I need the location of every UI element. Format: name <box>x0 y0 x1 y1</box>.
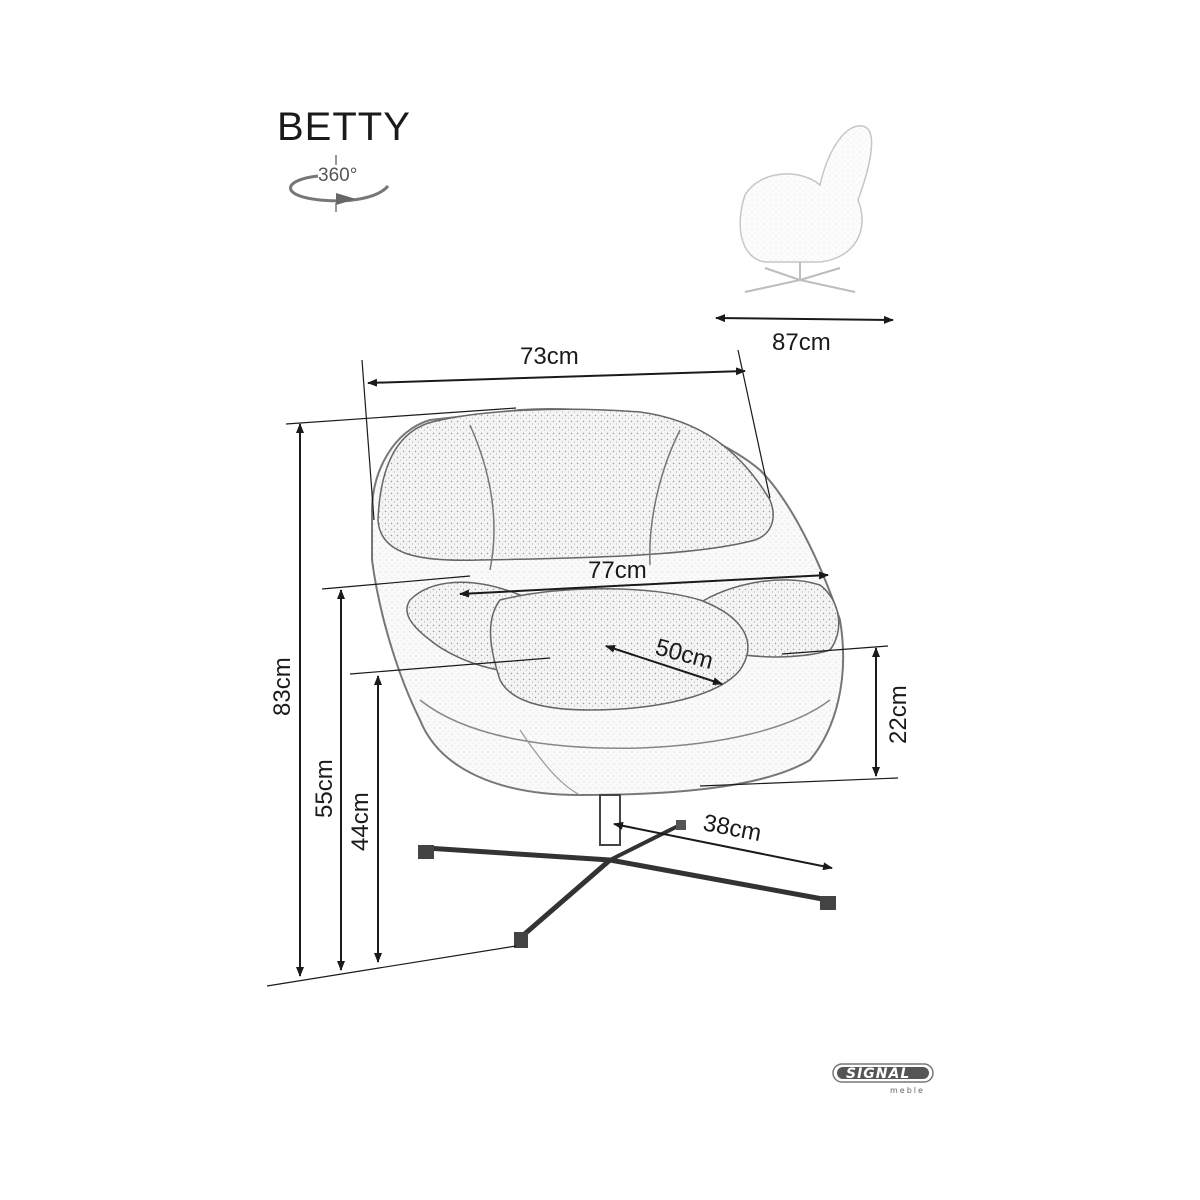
logo-brand: SIGNAL <box>846 1066 910 1082</box>
rotation-label: 360° <box>318 165 357 186</box>
logo-sub: meble <box>890 1086 925 1095</box>
dim-armrest-above-seat-label: 22cm <box>885 685 912 744</box>
dim-width-top: 73cm <box>367 343 746 387</box>
dim-height-armrest-label: 55cm <box>311 759 338 818</box>
chair-side-view <box>739 125 873 293</box>
dim-height-total: 83cm <box>269 423 304 977</box>
dim-depth-side-label: 87cm <box>772 329 831 356</box>
chair-front-view <box>371 408 845 948</box>
dim-width-seat: 77cm <box>459 557 829 598</box>
dim-armrest-above-seat: 22cm <box>872 647 912 777</box>
dim-base-leg: 38cm <box>613 809 833 871</box>
dim-height-total-label: 83cm <box>269 657 296 716</box>
rotation-arrow-icon: 360° <box>289 155 390 212</box>
dim-width-top-label: 73cm <box>520 343 579 370</box>
product-title: BETTY <box>277 105 411 149</box>
dim-height-seat: 44cm <box>347 675 382 963</box>
dim-height-armrest: 55cm <box>311 589 345 971</box>
dim-height-seat-label: 44cm <box>347 792 374 851</box>
dim-base-leg-label: 38cm <box>701 809 764 847</box>
dim-depth-side: 87cm <box>715 314 894 356</box>
dim-width-seat-label: 77cm <box>588 557 647 584</box>
signal-logo: SIGNAL meble <box>832 1063 934 1095</box>
